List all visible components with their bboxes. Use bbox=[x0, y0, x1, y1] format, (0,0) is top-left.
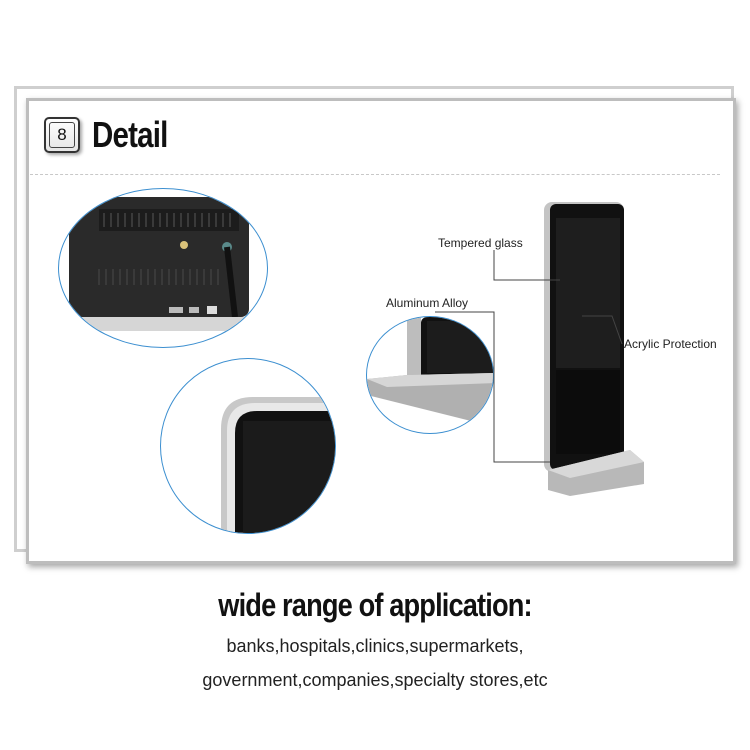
page-title: Detail bbox=[92, 114, 168, 155]
standing-kiosk bbox=[540, 200, 650, 500]
application-line-1: banks,hospitals,clinics,supermarkets, bbox=[226, 636, 524, 656]
callout-aluminum-alloy: Aluminum Alloy bbox=[386, 296, 469, 310]
callout-acrylic-protection: Acrylic Protection bbox=[624, 337, 717, 351]
base-closeup bbox=[366, 316, 494, 434]
corner-bezel-closeup bbox=[160, 358, 336, 534]
callout-tempered-glass: Tempered glass bbox=[438, 236, 523, 250]
step-badge: 8 bbox=[44, 117, 80, 153]
step-number: 8 bbox=[49, 122, 75, 148]
application-line-2: government,companies,specialty stores,et… bbox=[202, 670, 548, 690]
back-panel-closeup bbox=[58, 188, 268, 348]
application-heading: wide range of application: bbox=[218, 587, 532, 623]
dashed-divider bbox=[30, 174, 720, 175]
